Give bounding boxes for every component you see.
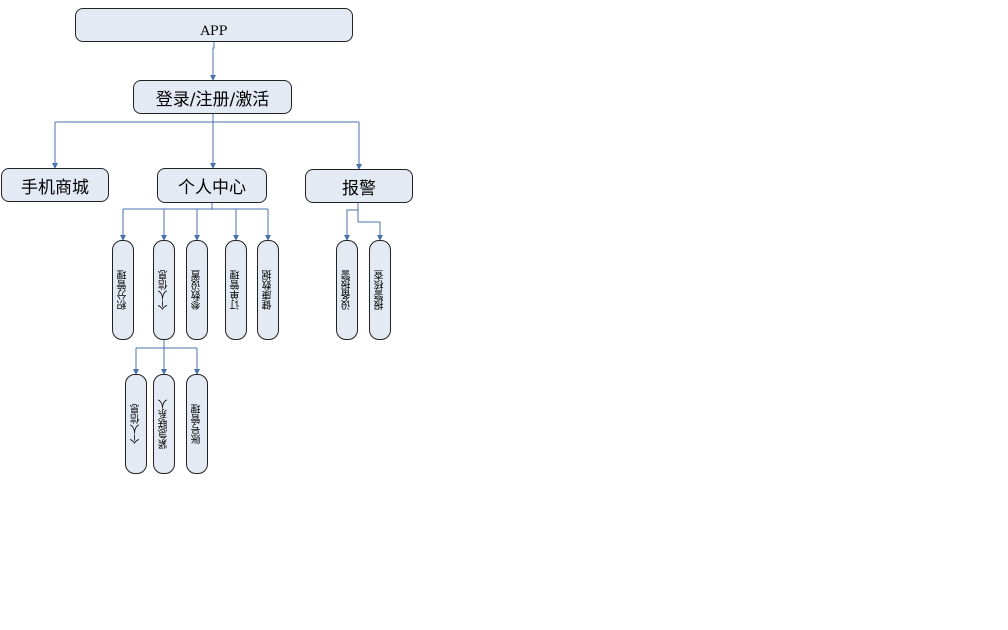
node-info-child-3-label: 账号管理 (191, 404, 203, 444)
node-alarm: 报警 (305, 169, 413, 203)
node-info-child-1: 个人信息 (125, 374, 147, 474)
node-info-child-2: 紧急联系人 (153, 374, 175, 474)
connector-alarm-child-2 (358, 221, 383, 241)
node-alarm-label: 报警 (342, 178, 376, 199)
node-pc-child-1: 积分管理 (112, 240, 134, 340)
node-login: 登录/注册/激活 (133, 80, 292, 114)
node-alarm-child-1-label: 设备报警 (341, 270, 353, 310)
node-login-label: 登录/注册/激活 (155, 89, 270, 110)
node-app-label: APP (200, 24, 228, 39)
node-info-child-1-label: 个人信息 (130, 404, 142, 444)
connector-alarm-child-1 (344, 209, 358, 241)
connector-pc-bus (123, 203, 268, 210)
node-info-child-3: 账号管理 (186, 374, 208, 474)
connector-info-bus (136, 340, 197, 349)
node-personal-center: 个人中心 (157, 168, 267, 203)
node-app: APP (75, 8, 353, 42)
node-pc-child-2-label: 个人信息 (158, 270, 170, 310)
node-mall: 手机商城 (1, 168, 109, 202)
node-pc-child-2: 个人信息 (153, 240, 175, 340)
node-pc-child-3-label: 参数设置 (191, 270, 203, 310)
node-pc-child-4-label: 订单管理 (230, 270, 242, 310)
node-alarm-child-2-label: 报警核查 (374, 270, 386, 310)
node-alarm-child-2: 报警核查 (369, 240, 391, 340)
node-personal-center-label: 个人中心 (178, 178, 246, 198)
connector-app-login (210, 42, 216, 81)
node-mall-label: 手机商城 (21, 177, 89, 198)
node-pc-child-4: 订单管理 (225, 240, 247, 340)
node-info-child-2-label: 紧急联系人 (158, 399, 170, 449)
node-pc-child-5-label: 健康数据 (262, 270, 274, 310)
node-alarm-child-1: 设备报警 (336, 240, 358, 340)
connector-login-bus (55, 114, 359, 123)
node-pc-child-1-label: 积分管理 (117, 270, 129, 310)
node-pc-child-3: 参数设置 (186, 240, 208, 340)
node-pc-child-5: 健康数据 (257, 240, 279, 340)
